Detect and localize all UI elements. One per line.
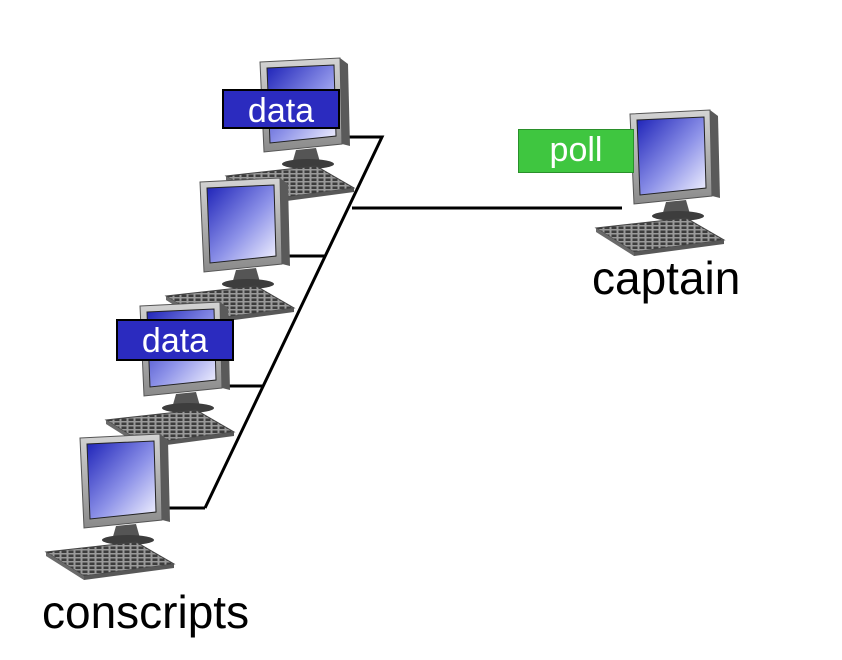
- data-message-tag-1: data: [222, 89, 340, 130]
- data-message-tag-2: data: [116, 319, 234, 361]
- poll-message-tag: poll: [518, 129, 634, 173]
- conscript-computer-icon-4: [45, 433, 175, 581]
- conscript-computer-icon-2: [165, 177, 295, 325]
- conscripts-label: conscripts: [42, 586, 250, 638]
- link-conscript-1: [203, 135, 385, 509]
- captain-label: captain: [592, 252, 741, 304]
